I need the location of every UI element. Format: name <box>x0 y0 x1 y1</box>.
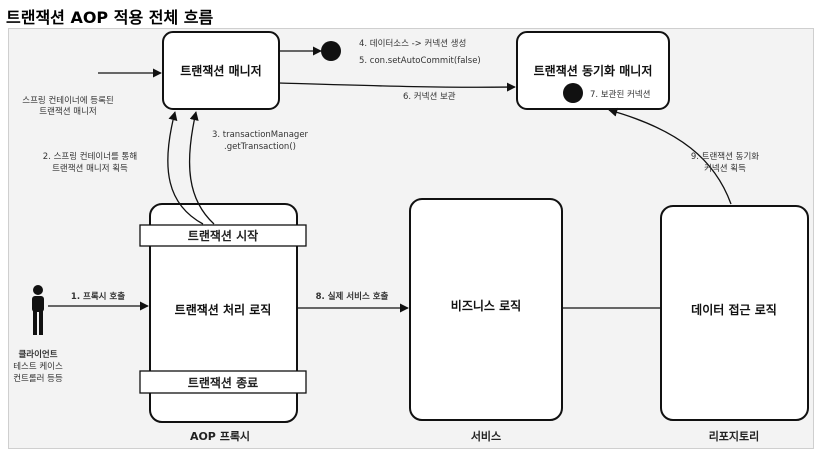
step8-label: 8. 실제 서비스 호출 <box>316 291 389 302</box>
tx-manager-box <box>162 31 280 110</box>
tx-end-label: 트랜잭션 종료 <box>188 375 258 390</box>
tx-logic-label: 트랜잭션 처리 로직 <box>175 302 272 317</box>
arrow-get-manager <box>167 111 204 225</box>
step5-label: 5. con.setAutoCommit(false) <box>359 56 481 66</box>
stored-connection-dot-icon <box>563 83 583 103</box>
client-actor-icon <box>32 285 44 335</box>
step4-label: 4. 데이터소스 -> 커넥션 생성 <box>359 38 466 49</box>
lane-aop-label: AOP 프록시 <box>190 430 250 443</box>
step3-label-2: .getTransaction() <box>224 142 296 152</box>
client-label-3: 컨트롤러 등등 <box>13 373 63 384</box>
tx-manager-label: 트랜잭션 매니저 <box>180 63 261 78</box>
sync-manager-label: 트랜잭션 동기화 매니저 <box>534 63 653 78</box>
aop-proxy-box <box>149 203 298 423</box>
step6-label: 6. 커넥션 보관 <box>403 91 456 102</box>
tx-start-bar <box>139 224 307 247</box>
arrow-get-connection <box>608 107 732 205</box>
connection-dot-icon <box>321 41 341 61</box>
client-label-1: 클라이언트 <box>18 349 57 360</box>
arrow-store-connection <box>278 82 516 92</box>
biz-logic-label: 비즈니스 로직 <box>451 298 521 313</box>
step9-label-2: 커넥션 획득 <box>704 163 746 174</box>
tx-start-label: 트랜잭션 시작 <box>188 228 258 243</box>
registered-label-2: 트랜잭션 매니저 <box>39 106 96 117</box>
lane-service-label: 서비스 <box>471 429 501 443</box>
service-box <box>409 198 563 421</box>
client-label-2: 테스트 케이스 <box>13 361 63 372</box>
tx-end-bar <box>139 370 307 394</box>
data-access-label: 데이터 접근 로직 <box>691 302 777 317</box>
registered-label-1: 스프링 컨테이너에 등록된 <box>22 95 113 106</box>
step1-label: 1. 프록시 호출 <box>71 291 125 302</box>
step2-label-1: 2. 스프링 컨테이너를 통해 <box>43 151 137 162</box>
step9-label-1: 9. 트랜잭션 동기화 <box>691 151 759 162</box>
arrow-get-transaction <box>188 111 215 225</box>
repository-box <box>660 205 809 421</box>
lane-repository-label: 리포지토리 <box>709 429 760 443</box>
step7-label: 7. 보관된 커넥션 <box>590 89 650 100</box>
step2-label-2: 트랜잭션 매니저 획득 <box>52 163 128 174</box>
sync-manager-box <box>516 31 670 110</box>
step3-label-1: 3. transactionManager <box>212 130 309 140</box>
page-title: 트랜잭션 AOP 적용 전체 흐름 <box>6 8 214 27</box>
